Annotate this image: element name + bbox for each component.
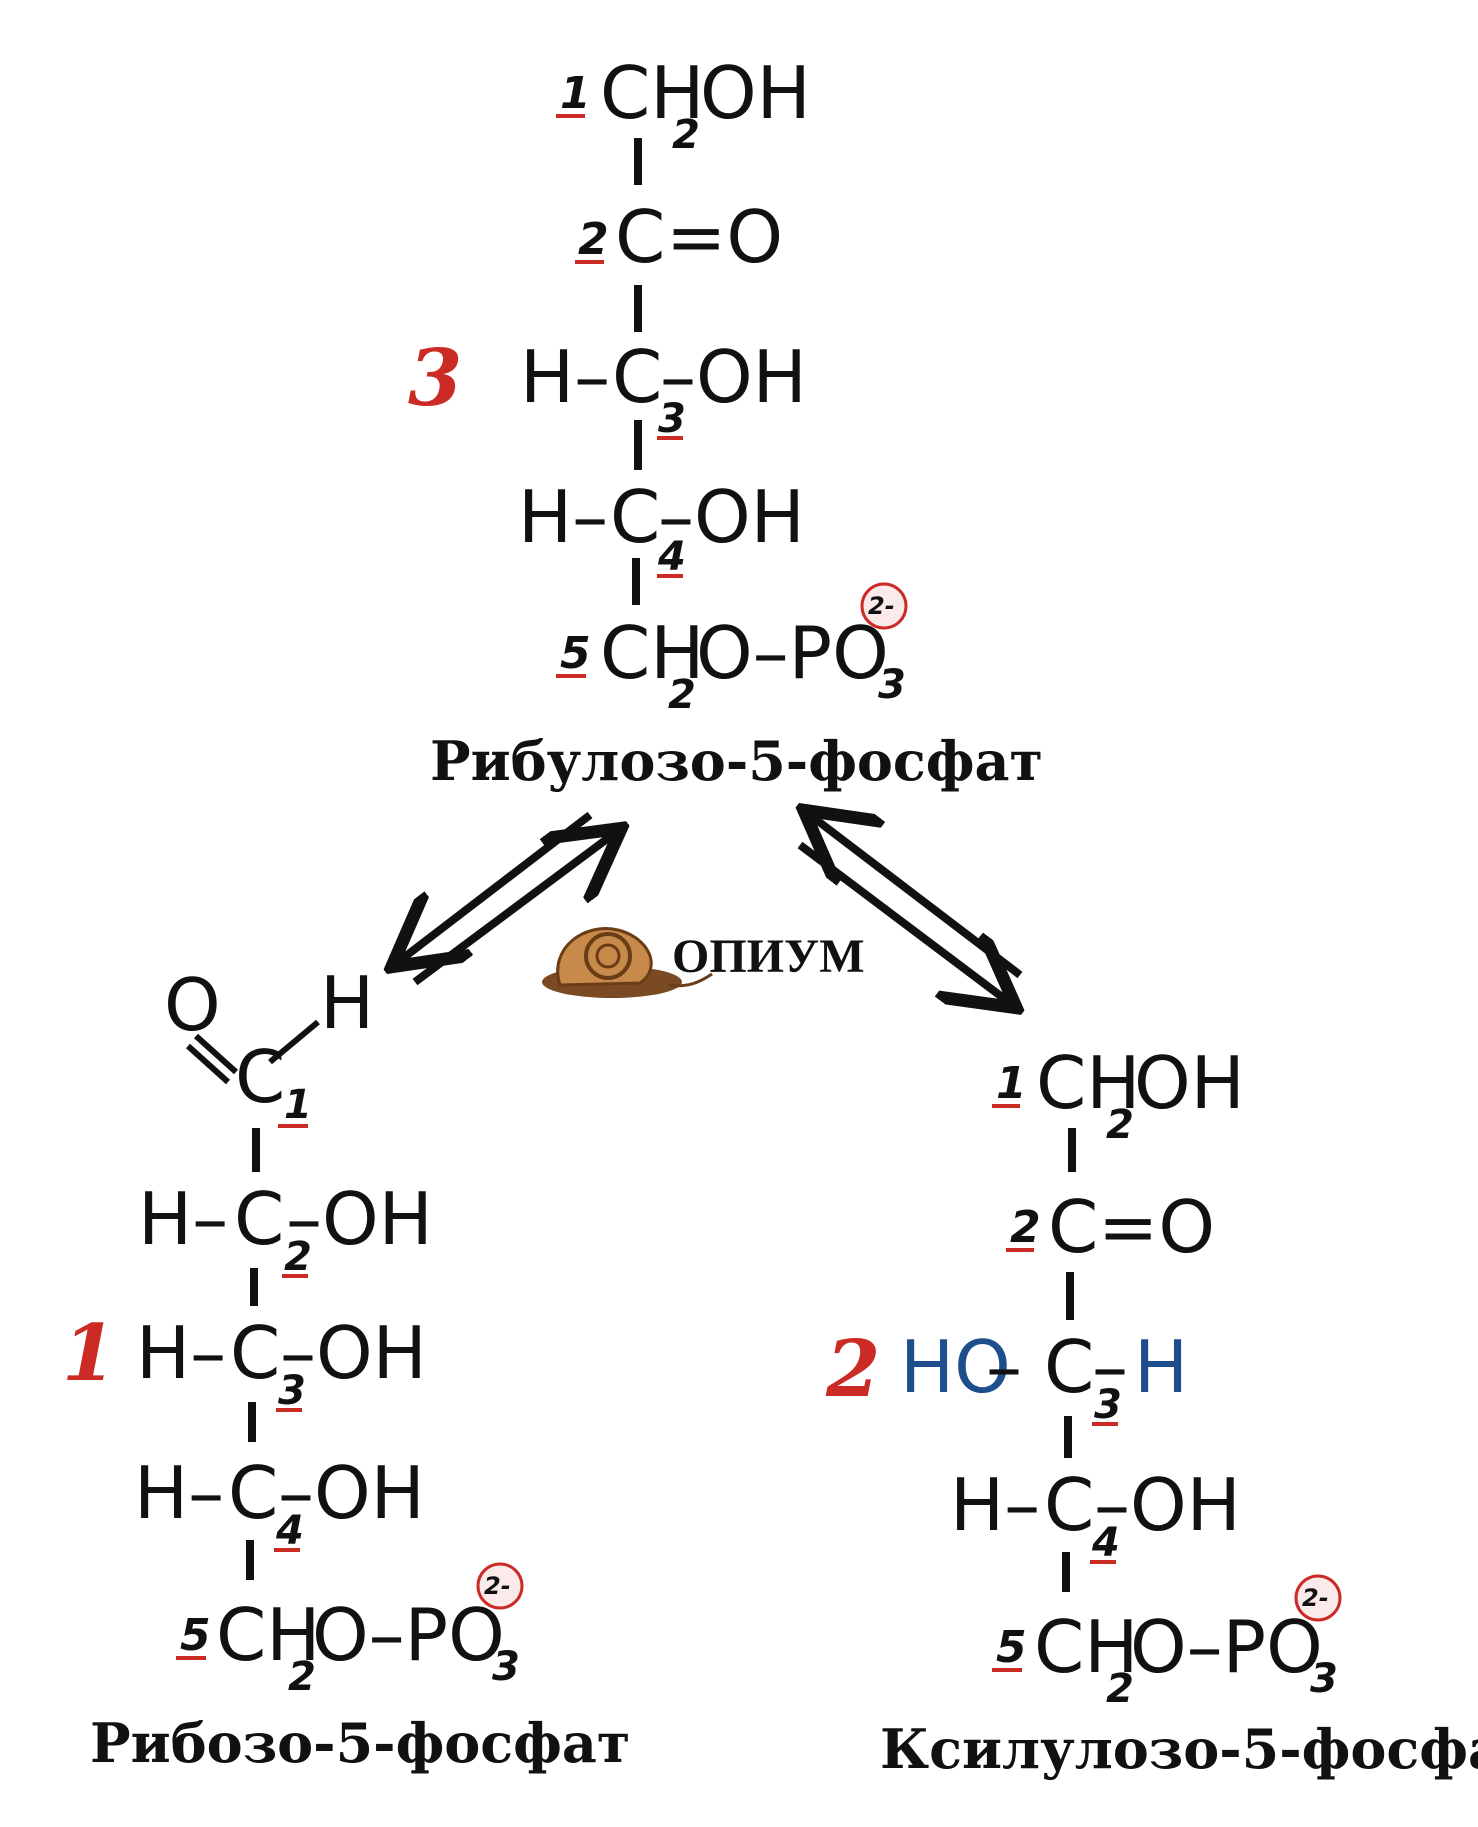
atom-bond-oh: –OH — [658, 475, 805, 559]
marker-2: 2 — [825, 1324, 880, 1415]
atom-bond-oh: –OH — [278, 1451, 425, 1535]
logo-text: ОПИУМ — [672, 930, 865, 983]
subscript-1: 1 — [284, 1082, 312, 1128]
atom-c: C — [234, 1177, 284, 1261]
atom-o-po: O–PO — [312, 1593, 505, 1677]
charge-label: 2- — [484, 1572, 511, 1600]
carbon-number-5: 5 — [560, 628, 591, 679]
atom-ch: CH — [216, 1593, 320, 1677]
snail-icon — [542, 927, 713, 998]
atom-c: C — [610, 475, 660, 559]
opium-logo: ОПИУМ — [542, 927, 865, 998]
subscript-4: 4 — [275, 1508, 304, 1554]
atom-bond: – — [1092, 1325, 1128, 1409]
atom-o: O — [164, 963, 221, 1047]
subscript-2: 2 — [284, 1234, 312, 1280]
atom-c: C — [1048, 1185, 1098, 1269]
carbon-number-2: 2 — [1010, 1202, 1041, 1253]
atom-h-bond: H– — [134, 1451, 224, 1535]
marker-3: 3 — [408, 333, 462, 424]
subscript-2: 2 — [288, 1654, 316, 1700]
atom-c: C — [235, 1035, 285, 1119]
ribose-name: Рибозо-5-фосфат — [90, 1711, 630, 1775]
charge-circle — [1294, 1574, 1342, 1622]
atom-ch: CH — [1036, 1041, 1140, 1125]
atom-bond-oh: –OH — [280, 1311, 427, 1395]
atom-ch: CH — [600, 51, 704, 135]
charge-label: 2- — [868, 592, 895, 620]
atom-ch: CH — [1034, 1605, 1138, 1689]
carbon-number-5: 5 — [180, 1610, 211, 1661]
subscript-3: 3 — [1094, 1382, 1122, 1428]
carbon-number-1: 1 — [996, 1058, 1027, 1109]
carbon-number-5: 5 — [996, 1622, 1027, 1673]
atom-double-o: =O — [1098, 1185, 1215, 1269]
ribose-5-phosphate-structure: O H C 1 H– C 2 –OH 1 H– C 3 –OH H– C 4 –… — [62, 961, 524, 1700]
atom-ch: CH — [600, 611, 704, 695]
atom-bond-oh: –OH — [286, 1177, 433, 1261]
atom-h-bond: H– — [520, 335, 610, 419]
atom-bond-oh: –OH — [1094, 1463, 1241, 1547]
atom-o-po: O–PO — [696, 611, 889, 695]
charge-label: 2- — [1302, 1584, 1329, 1612]
atom-ho: HO — [900, 1325, 1011, 1409]
atom-double-o: =O — [666, 195, 783, 279]
bond-double-2 — [185, 1043, 231, 1085]
subscript-3: 3 — [658, 396, 686, 442]
atom-c: C — [612, 335, 662, 419]
atom-c: C — [615, 195, 665, 279]
bond-double-1 — [193, 1033, 239, 1075]
subscript-3: 3 — [492, 1644, 520, 1690]
arrow-to-ribose — [398, 811, 593, 962]
subscript-3: 3 — [1310, 1656, 1338, 1702]
atom-h-bond: H– — [136, 1311, 226, 1395]
xylulose-name: Ксилулозо-5-фосфат — [880, 1717, 1478, 1781]
ribulose-name: Рибулозо-5-фосфат — [430, 729, 1043, 793]
atom-bond: – — [986, 1325, 1022, 1409]
carbon-number-2: 2 — [578, 214, 609, 265]
atom-h: H — [320, 961, 374, 1045]
atom-h: H — [1134, 1325, 1188, 1409]
equilibrium-arrows-right — [800, 815, 1020, 1003]
atom-h-bond: H– — [518, 475, 608, 559]
atom-c: C — [228, 1451, 278, 1535]
equilibrium-arrows-left — [398, 811, 615, 986]
atom-h-bond: H– — [950, 1463, 1040, 1547]
subscript-3: 3 — [278, 1368, 306, 1414]
atom-bond-oh: –OH — [660, 335, 807, 419]
charge-circle — [860, 582, 908, 630]
atom-oh: OH — [700, 51, 811, 135]
subscript-4: 4 — [657, 534, 686, 580]
xylulose-5-phosphate-structure: 1 CH 2 OH 2 C =O 2 HO – C 3 – H H– C 4 –… — [825, 1041, 1342, 1712]
subscript-2: 2 — [1106, 1102, 1134, 1148]
subscript-3: 3 — [878, 662, 906, 708]
atom-o-po: O–PO — [1130, 1605, 1323, 1689]
carbon-number-1: 1 — [560, 68, 591, 119]
charge-circle — [476, 1562, 524, 1610]
atom-c: C — [1044, 1463, 1094, 1547]
atom-h-bond: H– — [138, 1177, 228, 1261]
atom-oh: OH — [1134, 1041, 1245, 1125]
subscript-2: 2 — [672, 112, 700, 158]
ribulose-5-phosphate-structure: 1 CH 2 OH 2 C =O 3 H– C 3 –OH H– C 4 –OH… — [408, 51, 908, 718]
subscript-2: 2 — [668, 672, 696, 718]
arrow-from-ribose — [412, 833, 615, 986]
subscript-4: 4 — [1091, 1520, 1120, 1566]
marker-1: 1 — [62, 1308, 116, 1399]
atom-c: C — [230, 1311, 280, 1395]
subscript-2: 2 — [1106, 1666, 1134, 1712]
bond-c1-h — [268, 1019, 320, 1065]
atom-c: C — [1044, 1325, 1094, 1409]
arrow-to-xylulose — [797, 841, 1010, 1003]
